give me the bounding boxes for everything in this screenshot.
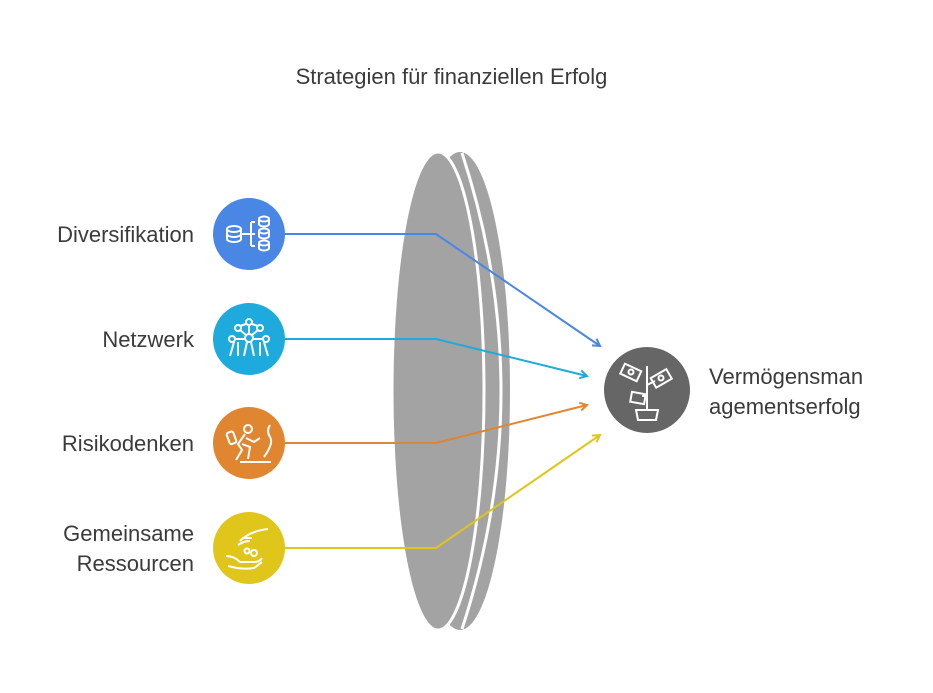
connector-diversifikation <box>285 233 600 346</box>
input-label-ressourcen: Gemeinsame Ressourcen <box>4 519 194 579</box>
database-hierarchy-icon <box>213 198 285 270</box>
hands-coins-icon <box>213 512 285 584</box>
diagram-title: Strategien für finanziellen Erfolg <box>295 64 608 89</box>
output-label-line: agementserfolg <box>709 394 861 419</box>
output-label-line: Vermögensman <box>709 364 864 389</box>
connector-netzwerk <box>285 338 587 376</box>
climber-icon <box>213 407 285 479</box>
lens <box>390 150 510 632</box>
input-label-netzwerk: Netzwerk <box>102 327 194 352</box>
input-label-diversifikation: Diversifikation <box>57 222 194 247</box>
money-plant-icon <box>604 347 690 433</box>
connector-ressourcen <box>285 435 600 549</box>
input-label-line: Ressourcen <box>76 551 194 576</box>
input-label-line: Gemeinsame <box>63 521 194 546</box>
output-label: Vermögensman agementserfolg <box>709 362 863 422</box>
input-label-risikodenken: Risikodenken <box>61 431 194 456</box>
atomium-network-icon <box>213 303 285 375</box>
connector-risikodenken <box>285 405 587 444</box>
